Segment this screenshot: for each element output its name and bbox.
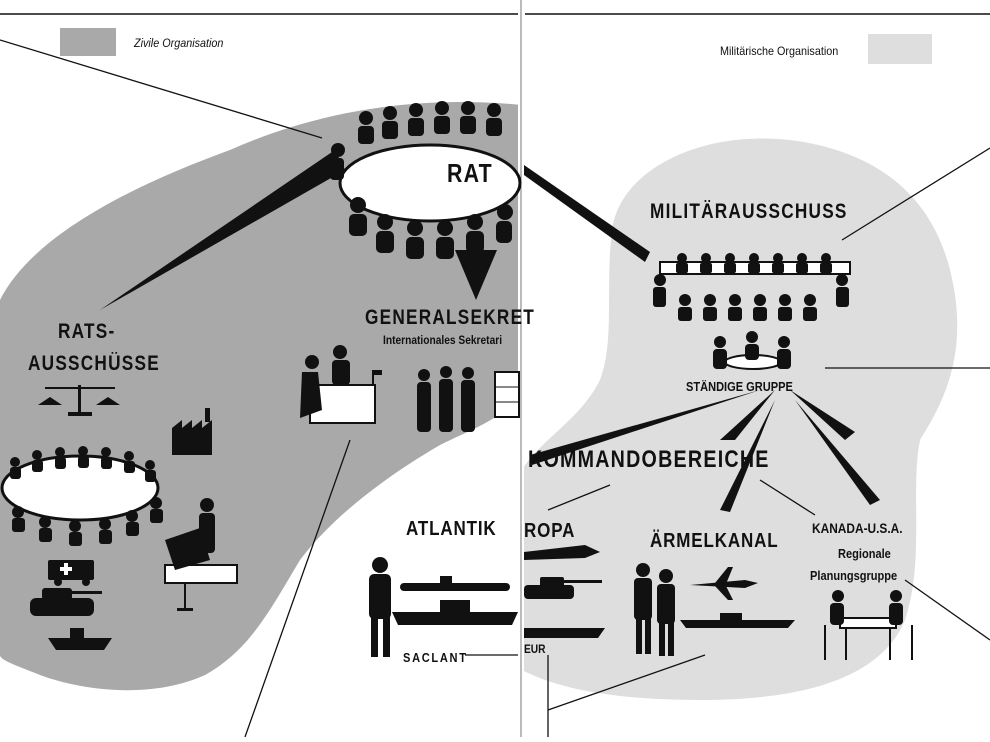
secretariat-staff-icon xyxy=(417,366,475,432)
scale-icon xyxy=(38,385,120,416)
international-secretariat-label: Internationales Sekretari xyxy=(383,333,503,347)
commands-label: KOMMANDOBEREICHE xyxy=(528,446,770,473)
committees-label-line1: RATS- xyxy=(58,320,116,343)
committees-table xyxy=(0,454,160,522)
council-label: RAT xyxy=(447,158,493,188)
planning-group-icon xyxy=(824,590,913,660)
military-committee-icon xyxy=(653,253,851,321)
standing-group-label: STÄNDIGE GRUPPE xyxy=(686,379,793,394)
eur-label: EUR xyxy=(524,642,546,656)
legend-swatch-military xyxy=(868,34,932,64)
legend-label-civil: Zivile Organisation xyxy=(134,36,224,50)
saclant-label: SACLANT xyxy=(403,650,468,665)
submarine-icon xyxy=(400,576,510,591)
ambulance-icon xyxy=(48,560,94,586)
europe-label: ROPA xyxy=(524,520,576,542)
sailor-icon xyxy=(369,557,391,657)
standing-group-icon xyxy=(713,331,791,370)
channel-label: ÄRMELKANAL xyxy=(650,530,779,552)
microphone-stand-icon xyxy=(164,564,238,611)
triangle-council-secretary xyxy=(455,250,497,300)
legend-swatch-civil xyxy=(60,28,116,56)
military-committee-label: MILITÄRAUSSCHUSS xyxy=(650,200,848,223)
europe-vehicles-icon xyxy=(524,545,605,638)
warship-icon xyxy=(392,600,518,625)
factory-icon xyxy=(172,408,212,455)
military-region xyxy=(522,138,958,700)
regional-label-line1: Regionale xyxy=(838,546,891,561)
committee-members-icon xyxy=(10,446,163,546)
wedge-council-military xyxy=(524,165,650,262)
tank-icon xyxy=(30,588,102,616)
regional-label-line2: Planungsgruppe xyxy=(810,568,898,583)
atlantic-label: ATLANTIK xyxy=(406,518,497,540)
standing-official-icon xyxy=(199,498,215,553)
council-table xyxy=(338,143,522,223)
filing-cabinet-icon xyxy=(494,371,520,418)
channel-officers-icon xyxy=(634,563,675,656)
secretary-general-label: GENERALSEKRET xyxy=(365,306,536,329)
ship-icon xyxy=(48,628,112,650)
destroyer-icon xyxy=(680,613,795,628)
wedges-commands xyxy=(530,390,880,512)
canada-us-label: KANADA-U.S.A. xyxy=(812,520,903,536)
wedge-council-committees xyxy=(100,150,345,310)
secretariat-desk-icon xyxy=(300,345,382,424)
council-members-icon xyxy=(330,101,513,259)
committees-label-line2: AUSSCHÜSSE xyxy=(28,352,160,375)
callout-lines xyxy=(0,39,990,738)
jet-aircraft-icon xyxy=(690,567,758,600)
books-icon xyxy=(165,528,210,570)
legend-label-military: Militärische Organisation xyxy=(720,44,839,58)
